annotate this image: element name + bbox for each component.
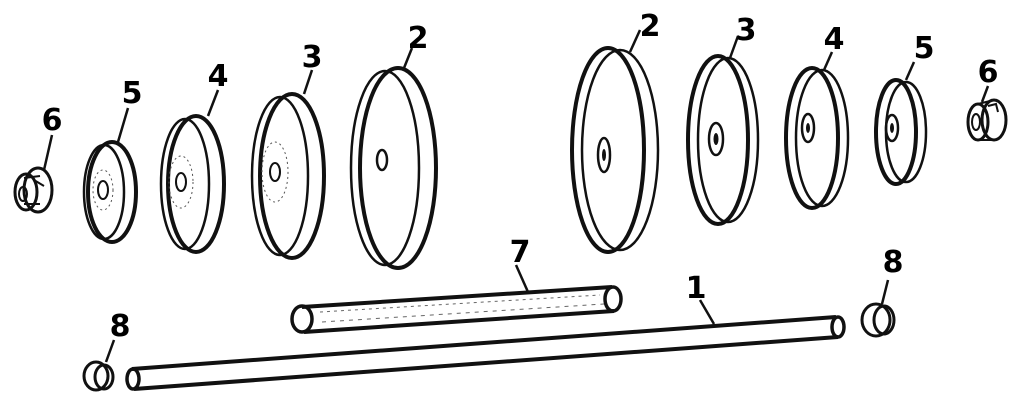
leader-line-2-left bbox=[402, 47, 414, 69]
mid-large-wheel-right bbox=[686, 54, 760, 226]
large-wheel-left bbox=[349, 66, 438, 270]
mid-small-wheel-right bbox=[784, 66, 850, 210]
leader-line-2-right bbox=[628, 29, 642, 53]
callout-6-left: 6 bbox=[42, 103, 63, 138]
shaft bbox=[125, 315, 846, 391]
end-cap-right bbox=[966, 98, 1008, 142]
leader-line-5-right bbox=[904, 61, 916, 81]
small-wheel-left bbox=[82, 140, 138, 244]
small-wheel-right bbox=[874, 78, 928, 186]
large-wheel-right bbox=[570, 46, 660, 254]
callout-8-right: 8 bbox=[883, 245, 904, 280]
end-cap-left bbox=[13, 166, 54, 214]
callout-2-right: 2 bbox=[640, 9, 661, 44]
leader-line-7 bbox=[514, 264, 530, 293]
callout-7: 7 bbox=[510, 235, 531, 270]
callout-4-left: 4 bbox=[208, 59, 229, 94]
mid-small-wheel-left bbox=[159, 114, 226, 254]
leader-line-5-left bbox=[116, 107, 130, 143]
callout-6-right: 6 bbox=[978, 55, 999, 90]
mid-large-wheel-left bbox=[250, 92, 326, 260]
leader-line-6-right bbox=[980, 85, 990, 103]
sleeve bbox=[290, 285, 623, 334]
callout-1: 1 bbox=[686, 271, 707, 306]
callout-5-left: 5 bbox=[122, 76, 143, 111]
leader-line-3-left bbox=[302, 69, 314, 95]
callout-4-right: 4 bbox=[824, 22, 845, 57]
leader-line-8-right bbox=[880, 279, 890, 305]
callout-2-left: 2 bbox=[408, 21, 429, 56]
leader-line-4-left bbox=[206, 89, 220, 117]
leader-line-8-left bbox=[104, 339, 116, 363]
leader-line-3-right bbox=[728, 35, 740, 59]
callout-3-right: 3 bbox=[736, 13, 757, 48]
leader-line-4-right bbox=[822, 51, 834, 71]
callout-3-left: 3 bbox=[302, 40, 323, 75]
leader-line-6-left bbox=[42, 134, 54, 171]
plug-left bbox=[82, 360, 115, 392]
callout-8-left: 8 bbox=[110, 309, 131, 344]
leader-line-1 bbox=[698, 299, 716, 325]
callout-5-right: 5 bbox=[914, 31, 935, 66]
plug-right bbox=[860, 302, 896, 338]
